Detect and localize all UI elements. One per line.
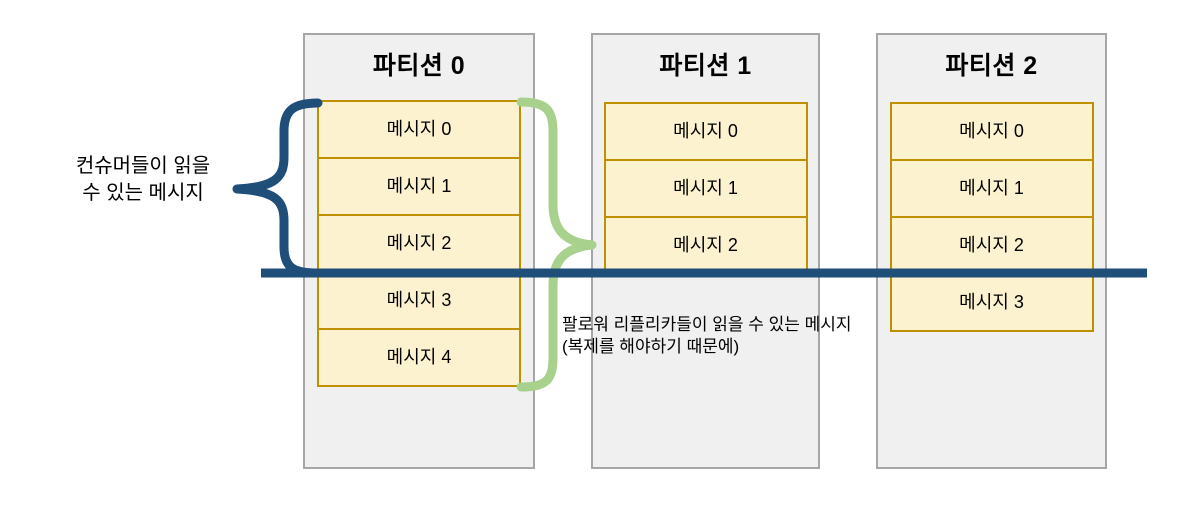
message-cell: 메시지 1 xyxy=(317,157,521,216)
partition-1-title: 파티션 1 xyxy=(659,52,752,80)
consumer-readable-label-line2: 수 있는 메시지 xyxy=(82,182,204,204)
message-cell: 메시지 1 xyxy=(889,159,1094,218)
message-cell: 메시지 2 xyxy=(603,216,808,275)
message-cell: 메시지 0 xyxy=(889,102,1094,161)
partition-1: 파티션 1 메시지 0 메시지 1 메시지 2 xyxy=(591,33,820,469)
partition-2: 파티션 2 메시지 0 메시지 1 메시지 2 메시지 3 xyxy=(876,33,1107,469)
partition-2-title: 파티션 2 xyxy=(945,52,1038,80)
consumer-readable-label: 컨슈머들이 읽을 수 있는 메시지 xyxy=(28,153,258,207)
message-cell: 메시지 3 xyxy=(317,271,521,330)
message-cell: 메시지 0 xyxy=(317,100,521,159)
partition-0: 파티션 0 메시지 0 메시지 1 메시지 2 메시지 3 메시지 4 xyxy=(303,33,535,469)
partition-0-message-stack: 메시지 0 메시지 1 메시지 2 메시지 3 메시지 4 xyxy=(317,100,521,387)
message-cell: 메시지 4 xyxy=(317,328,521,387)
follower-replica-label: 팔로워 리플리카들이 읽을 수 있는 메시지 (복제를 해야하기 때문에) xyxy=(562,314,892,358)
partition-1-message-stack: 메시지 0 메시지 1 메시지 2 xyxy=(603,102,808,275)
partition-2-message-stack: 메시지 0 메시지 1 메시지 2 메시지 3 xyxy=(889,102,1094,332)
partition-0-title: 파티션 0 xyxy=(372,52,466,80)
message-cell: 메시지 2 xyxy=(889,216,1094,275)
message-cell: 메시지 0 xyxy=(603,102,808,161)
consumer-readable-label-line1: 컨슈머들이 읽을 xyxy=(75,155,211,177)
message-cell: 메시지 1 xyxy=(603,159,808,218)
message-cell: 메시지 2 xyxy=(317,214,521,273)
follower-replica-label-line2: (복제를 해야하기 때문에) xyxy=(562,337,740,356)
message-cell: 메시지 3 xyxy=(889,273,1094,332)
follower-replica-label-line1: 팔로워 리플리카들이 읽을 수 있는 메시지 xyxy=(562,315,852,334)
